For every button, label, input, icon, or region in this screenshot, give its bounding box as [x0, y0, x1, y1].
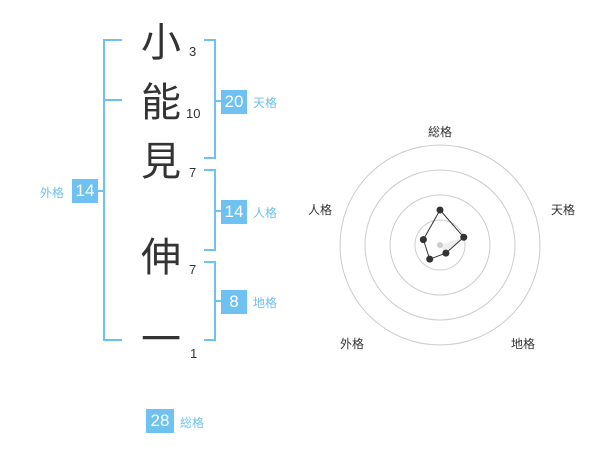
radar-point-2: [460, 233, 468, 241]
radar-point-5: [419, 236, 427, 244]
chi-kaku-label: 地格: [253, 296, 278, 310]
radar-point-1: [436, 206, 444, 214]
stroke-count-2: 10: [186, 106, 201, 121]
stroke-count-3: 7: [189, 165, 197, 180]
stroke-count-4: 7: [189, 262, 197, 277]
name-char-5: 一: [141, 317, 181, 363]
radar-ring: [339, 144, 541, 346]
outer-bracket: [103, 39, 122, 341]
radar-axis-label-gai: 外格: [340, 337, 365, 351]
jin-bracket: [204, 169, 216, 251]
radar-point-3: [442, 249, 450, 257]
radar-axis-label-chi: 地格: [511, 337, 536, 351]
chi-bracket: [204, 261, 216, 341]
name-char-4: 伸: [141, 235, 181, 281]
ten-bracket: [204, 39, 216, 159]
stroke-count-5: 1: [190, 346, 198, 361]
name-char-3: 見: [141, 139, 181, 185]
radar-axis-label-sou: 総格: [428, 125, 453, 139]
jin-kaku-label: 人格: [253, 206, 278, 220]
radar-center: [437, 242, 443, 248]
ten-kaku-label: 天格: [253, 96, 278, 110]
jin-kaku-badge: 14: [221, 200, 247, 224]
radar-axis-label-jin: 人格: [308, 203, 333, 217]
radar-series-line: [422, 209, 465, 260]
radar-chart: [339, 144, 541, 346]
radar-ring: [414, 219, 466, 271]
gai-kaku-label: 外格: [40, 186, 65, 200]
radar-fill: [440, 237, 464, 254]
stroke-count-1: 3: [189, 44, 197, 59]
radar-ring: [389, 194, 491, 296]
chi-kaku-badge: 8: [221, 290, 247, 314]
ten-kaku-badge: 20: [221, 90, 247, 114]
sou-kaku-badge: 28: [146, 409, 174, 433]
radar-point-4: [426, 255, 434, 263]
radar-axis-label-ten: 天格: [551, 203, 576, 217]
name-char-2: 能: [141, 80, 181, 126]
radar-ring: [364, 169, 516, 321]
name-char-1: 小: [141, 20, 181, 66]
sou-kaku-label: 総格: [180, 416, 205, 430]
gai-kaku-badge: 14: [72, 179, 98, 203]
